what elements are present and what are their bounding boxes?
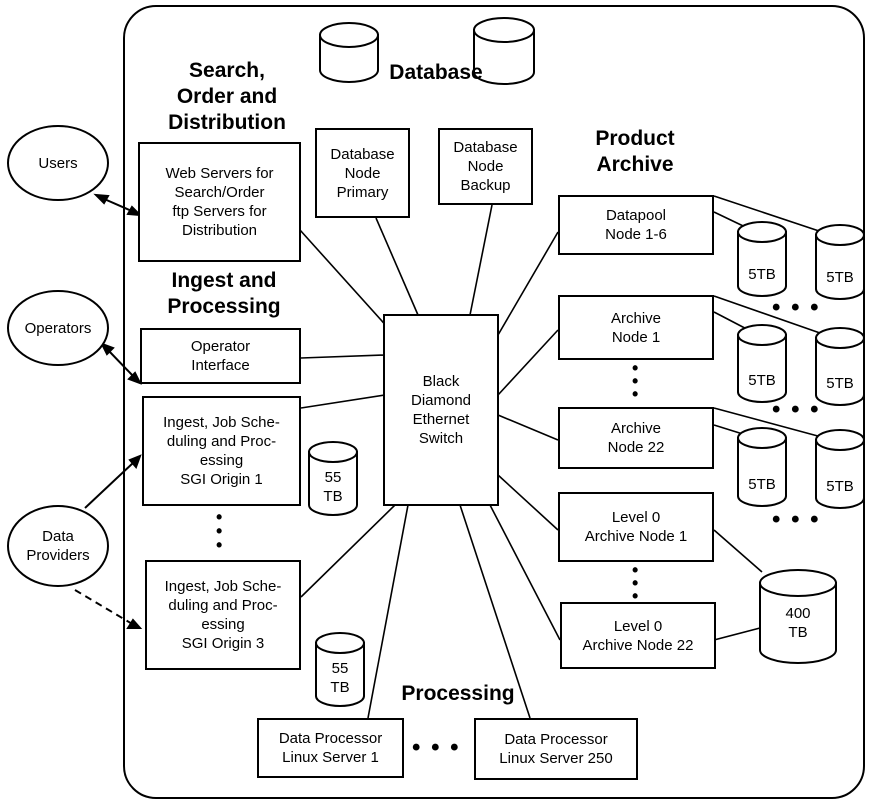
horizontal-ellipsis-processors: • • • [412, 734, 461, 761]
ingest3-disk-cylinder [315, 642, 365, 707]
data-processor-250-box: Data Processor Linux Server 250 [474, 718, 638, 780]
archive1-disk-a-cylinder [737, 334, 787, 403]
heading-database: Database [389, 61, 483, 84]
arrow-users [101, 197, 135, 213]
vertical-ellipsis-level0: • • • [632, 560, 639, 606]
datapool-node-box: Datapool Node 1-6 [558, 195, 714, 255]
link-level0a-disk [713, 529, 763, 573]
arrow-operators-head-b [127, 371, 143, 385]
archive22-disk-a-label: 5TB [748, 475, 776, 493]
heading-product-archive: Product Archive [595, 127, 675, 176]
users-label: Users [38, 154, 78, 172]
arrow-providers-3-head [126, 618, 143, 629]
heading-search-order-distribution: Search, Order and Distribution [168, 59, 286, 134]
ingest1-disk-label: 55 TB [323, 469, 343, 505]
vertical-ellipsis-ingest: • • • [216, 507, 223, 555]
web-servers-box: Web Servers for Search/Order ftp Servers… [138, 142, 301, 262]
link-dbbackup-switch [469, 204, 493, 316]
archive-node-1-box: Archive Node 1 [558, 295, 714, 360]
horizontal-ellipsis-archive22: • • • [772, 506, 821, 533]
data-processor-1-box: Data Processor Linux Server 1 [257, 718, 404, 778]
level0-archive-node-1-box: Level 0 Archive Node 1 [558, 492, 714, 562]
link-level0b-switch [489, 504, 561, 641]
archive1-disk-a-label: 5TB [748, 371, 776, 389]
link-archive22-switch [497, 414, 559, 441]
ingest-origin-1-box: Ingest, Job Sche- duling and Proc- essin… [142, 396, 301, 506]
system-boundary [123, 5, 865, 799]
arrow-users-head-b [126, 205, 143, 217]
heading-processing: Processing [401, 682, 515, 705]
operators-label: Operators [24, 319, 92, 337]
horizontal-ellipsis-datapool: • • • [772, 294, 821, 321]
datapool-disk-b-label: 5TB [826, 268, 854, 286]
database-node-backup-box: Database Node Backup [438, 128, 533, 205]
link-archive1-switch [497, 329, 559, 396]
arrow-operators-head-a [99, 342, 115, 356]
datapool-disk-a-cylinder [737, 231, 787, 297]
db-cylinder-right [473, 29, 535, 85]
level0-archive-node-22-box: Level 0 Archive Node 22 [560, 602, 716, 669]
link-level0a-switch [497, 474, 559, 531]
heading-ingest-processing: Ingest and Processing [167, 269, 281, 318]
vertical-ellipsis-archive: • • • [632, 358, 639, 404]
arrow-providers-1 [84, 461, 135, 509]
link-level0b-disk [713, 627, 761, 641]
link-ingest1-switch [300, 394, 386, 409]
data-providers-label: Data Providers [26, 528, 90, 564]
link-dp1-switch [367, 504, 409, 719]
users-ellipse [7, 125, 109, 201]
arrow-operators [107, 349, 135, 378]
archive22-disk-b-cylinder [815, 439, 865, 509]
data-providers-ellipse [7, 505, 109, 587]
arrow-users-head-a [93, 193, 110, 205]
archive22-disk-b-label: 5TB [826, 477, 854, 495]
database-node-primary-box: Database Node Primary [315, 128, 410, 218]
operator-interface-box: Operator Interface [140, 328, 301, 384]
db-cylinder-left [319, 34, 379, 83]
level0-disk-cylinder [759, 582, 837, 664]
arrow-providers-1-head [128, 454, 142, 469]
link-datapool-switch [497, 231, 559, 336]
link-ingest3-switch [300, 504, 396, 598]
archive1-disk-b-cylinder [815, 337, 865, 406]
datapool-disk-a-label: 5TB [748, 265, 776, 283]
ingest-origin-3-box: Ingest, Job Sche- duling and Proc- essin… [145, 560, 301, 670]
archive1-disk-b-label: 5TB [826, 374, 854, 392]
archive-node-22-box: Archive Node 22 [558, 407, 714, 469]
level0-disk-label: 400 TB [785, 605, 811, 641]
ethernet-switch-box: Black Diamond Ethernet Switch [383, 314, 499, 506]
link-opint-switch [300, 354, 386, 359]
archive22-disk-a-cylinder [737, 437, 787, 507]
arrow-providers-3 [74, 589, 135, 626]
operators-ellipse [7, 290, 109, 366]
horizontal-ellipsis-archive1: • • • [772, 396, 821, 423]
ingest3-disk-label: 55 TB [330, 660, 350, 696]
link-web-switch [299, 229, 391, 331]
link-dbprimary-switch [375, 217, 419, 316]
datapool-disk-b-cylinder [815, 234, 865, 300]
link-dp250-switch [459, 504, 531, 719]
ingest1-disk-cylinder [308, 451, 358, 516]
